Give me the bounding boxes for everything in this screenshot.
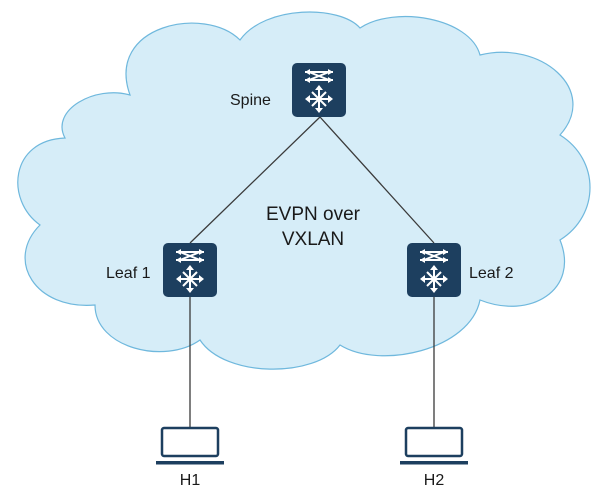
switch-icon [162,242,218,298]
center-label-line1: EVPN over [266,204,361,225]
h2-label: H2 [424,472,445,489]
link-spine-leaf2 [319,116,435,244]
host-h1 [154,426,226,466]
switch-leaf2 [406,242,462,298]
switch-icon [291,62,347,118]
links [189,116,435,428]
link-spine-leaf1 [189,116,321,244]
leaf2-label: Leaf 2 [469,265,514,282]
h1-label: H1 [180,472,201,489]
switch-icon [406,242,462,298]
center-label-line2: VXLAN [282,229,344,250]
laptop-icon [398,426,470,466]
switch-spine [291,62,347,118]
spine-label: Spine [230,92,271,109]
laptop-icon [154,426,226,466]
host-h2 [398,426,470,466]
leaf1-label: Leaf 1 [106,265,151,282]
switch-leaf1 [162,242,218,298]
